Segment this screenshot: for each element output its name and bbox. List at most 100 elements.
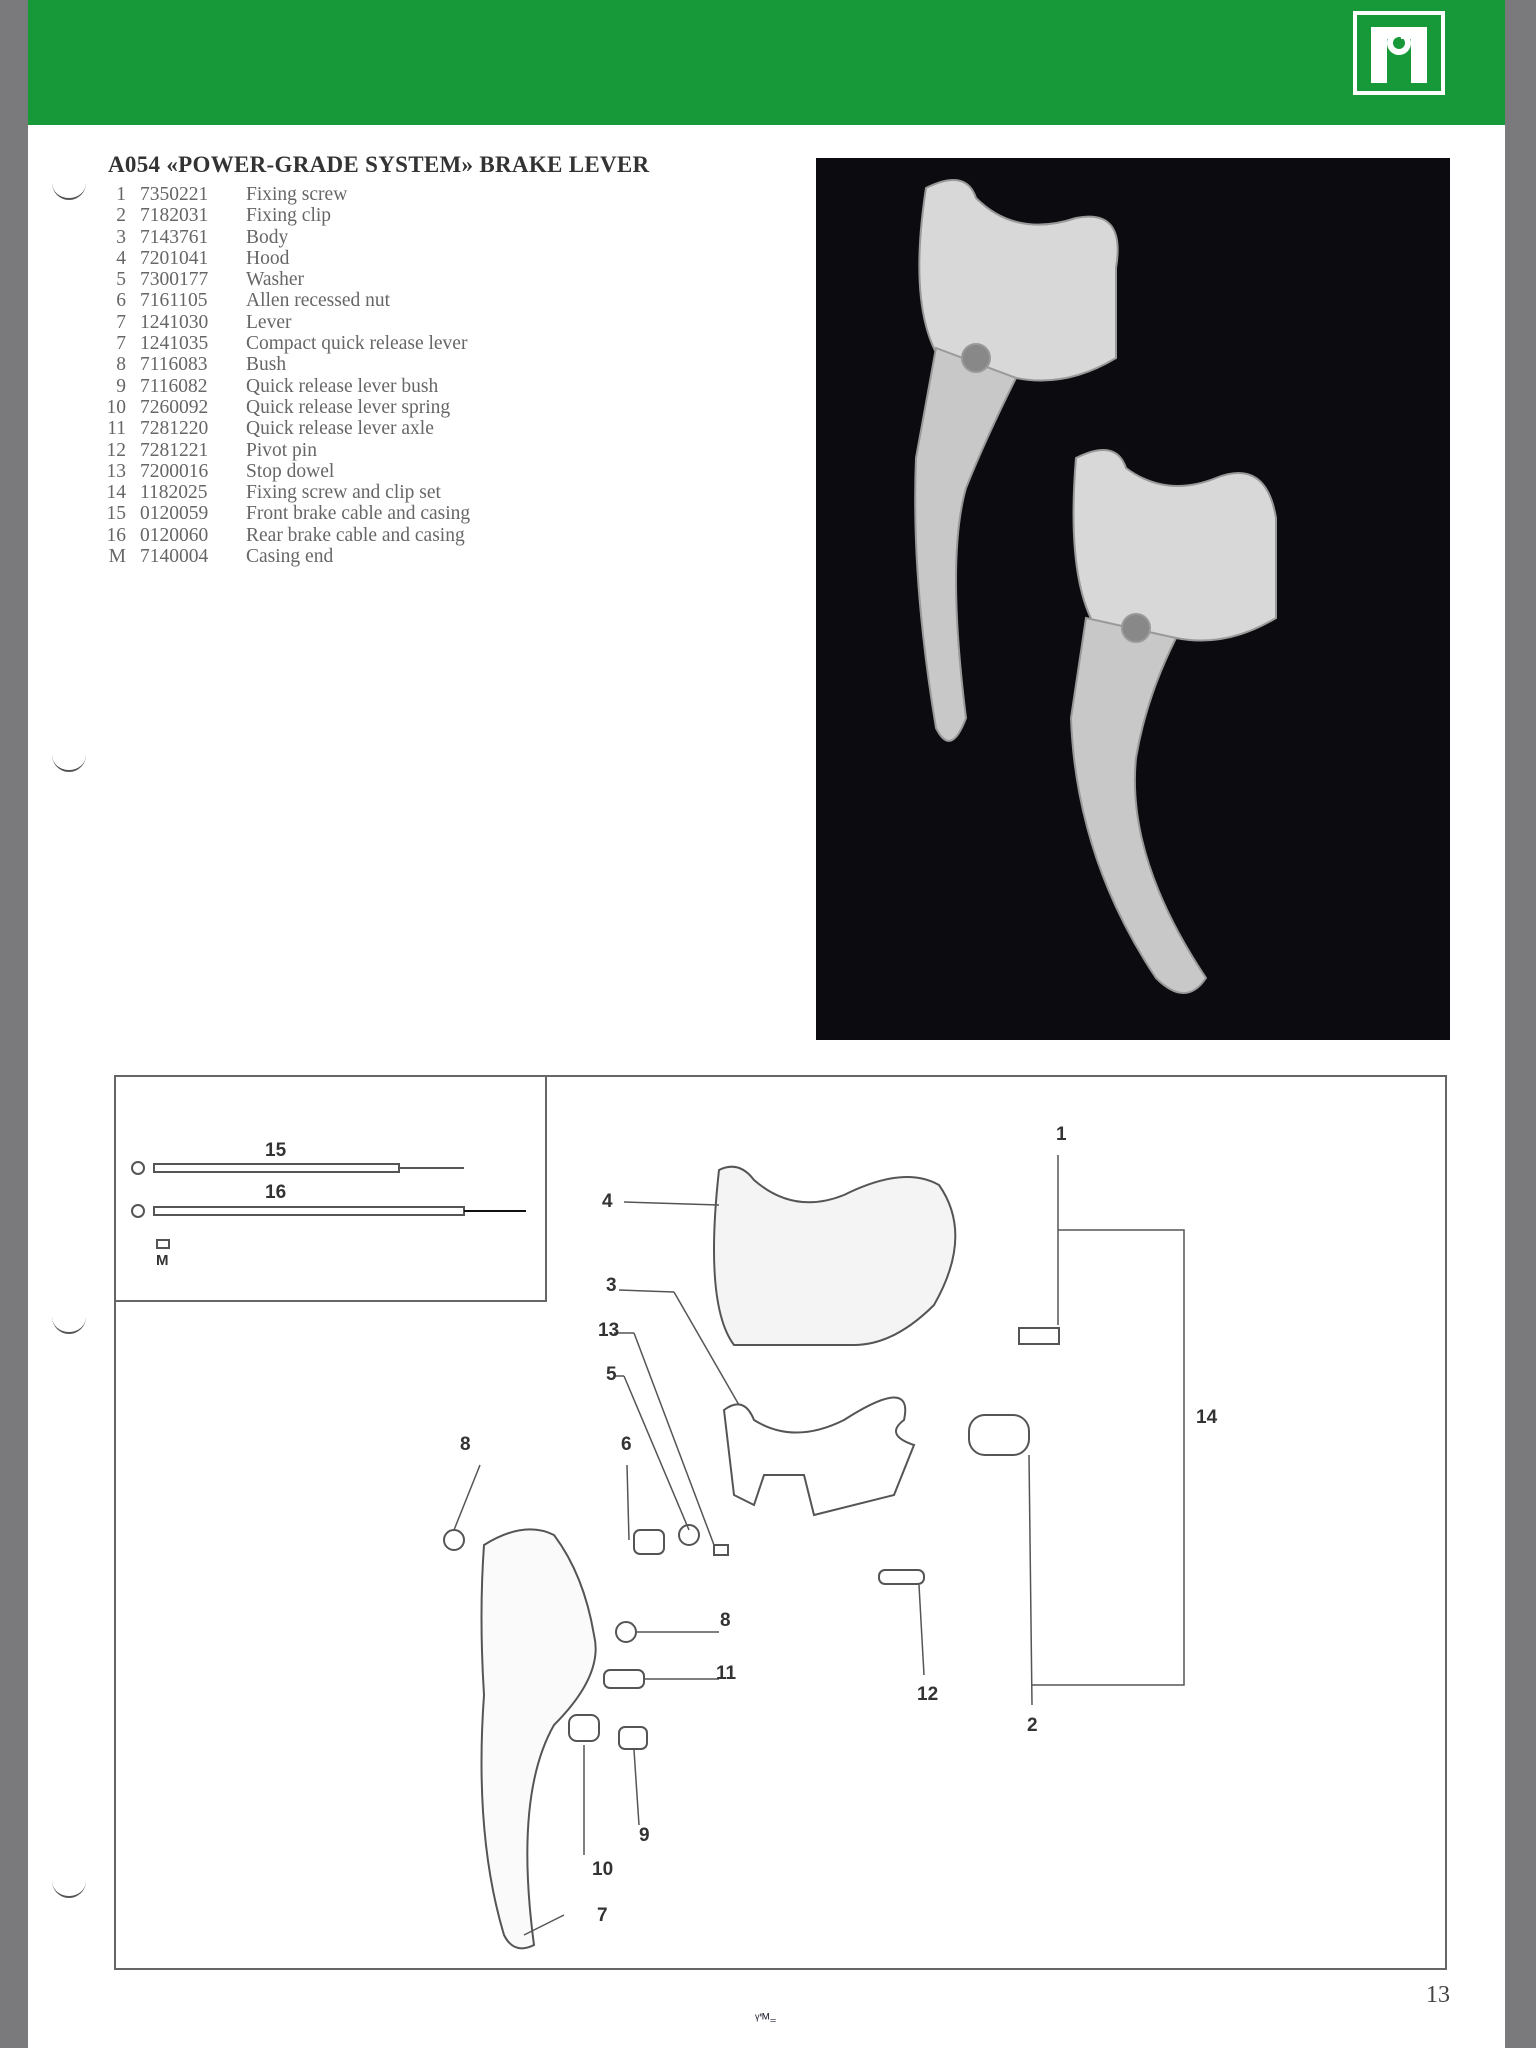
body-drawing — [722, 1396, 916, 1517]
part-code: 7143761 — [140, 226, 209, 248]
part-code: 7300177 — [140, 269, 209, 291]
part-ref: 8 — [116, 354, 126, 376]
bush-drawing — [615, 1621, 637, 1643]
part-description: Fixing clip — [246, 205, 332, 227]
cable-inset — [114, 1075, 547, 1302]
binder-hole-mark — [52, 750, 86, 772]
part-ref: 6 — [116, 290, 126, 312]
part-description: Quick release lever bush — [246, 375, 439, 397]
part-description: Pivot pin — [246, 439, 317, 461]
label-front-cable: 15 — [265, 1140, 287, 1161]
parts-list-row: 8 7116083 Bush — [100, 354, 470, 375]
part-ref: 5 — [116, 269, 126, 291]
part-code: 0120060 — [140, 524, 209, 546]
parts-list-row: M 7140004 Casing end — [100, 546, 470, 567]
part-code: 7281220 — [140, 418, 209, 440]
part-ref: 7 — [116, 333, 126, 355]
page-title: A054 «POWER-GRADE SYSTEM» BRAKE LEVER — [108, 152, 650, 177]
page-number: 13 — [1426, 1982, 1450, 2008]
label-casing-end: M — [156, 1252, 169, 1269]
parts-list-row: 15 0120059 Front brake cable and casing — [100, 503, 471, 525]
part-code: 7281221 — [140, 439, 209, 461]
part-description: Quick release lever spring — [246, 396, 451, 418]
part-ref: M — [108, 546, 126, 568]
label-hood: 4 — [602, 1191, 613, 1212]
hood-drawing — [713, 1165, 957, 1346]
part-description: Fixing screw and clip set — [246, 482, 441, 504]
part-code: 7116082 — [140, 375, 208, 397]
label-screw-clip-set: 14 — [1196, 1407, 1218, 1428]
label-stop-dowel: 13 — [598, 1320, 620, 1341]
part-description: Rear brake cable and casing — [246, 524, 465, 546]
parts-list-row: 16 0120060 Rear brake cable and casing — [100, 525, 470, 546]
part-code: 0120059 — [140, 503, 209, 525]
part-description: Casing end — [246, 546, 334, 568]
part-ref: 10 — [106, 396, 127, 418]
footer-mark: ᵞ'ᴹ₌ — [755, 2010, 777, 2026]
binder-hole-mark — [52, 1876, 86, 1898]
part-ref: 2 — [116, 205, 126, 227]
part-ref: 4 — [116, 247, 126, 269]
part-description: Front brake cable and casing — [246, 503, 471, 525]
lever-drawing — [480, 1528, 597, 1950]
label-body: 3 — [606, 1275, 617, 1296]
label-nut: 6 — [621, 1434, 632, 1455]
part-description: Hood — [246, 247, 290, 269]
part-code: 7116083 — [140, 354, 208, 376]
part-ref: 7 — [116, 311, 126, 333]
part-description: Stop dowel — [246, 460, 335, 482]
pivot-pin-drawing — [878, 1569, 925, 1585]
nut-drawing — [633, 1529, 665, 1555]
parts-list-row: 5 7300177 Washer — [100, 269, 470, 290]
label-screw: 1 — [1056, 1124, 1067, 1145]
fixing-screw-drawing — [1018, 1327, 1060, 1345]
front-cable-drawing — [131, 1161, 464, 1175]
part-code: 7182031 — [140, 205, 209, 227]
casing-end-drawing — [156, 1239, 170, 1249]
exploded-diagram — [114, 1075, 1447, 1970]
part-ref: 16 — [106, 524, 127, 546]
left-gutter — [0, 0, 28, 2048]
part-description: Quick release lever axle — [246, 418, 434, 440]
part-description: Washer — [246, 269, 304, 291]
label-bush-top: 8 — [460, 1434, 471, 1455]
binder-hole-mark — [52, 178, 86, 200]
part-code: 1241030 — [140, 311, 209, 333]
part-ref: 3 — [116, 226, 126, 248]
part-code: 1182025 — [140, 482, 208, 504]
part-code: 7140004 — [140, 546, 209, 568]
parts-list-row: 14 1182025 Fixing screw and clip set — [100, 482, 470, 503]
part-code: 1241035 — [140, 333, 209, 355]
part-ref: 14 — [106, 482, 127, 504]
exploded-diagram-drawing — [131, 1155, 1185, 1950]
brake-lever-photo — [816, 158, 1450, 1040]
header-band — [28, 0, 1505, 125]
part-code: 7350221 — [140, 184, 209, 205]
part-ref: 12 — [106, 439, 127, 461]
label-spring: 10 — [592, 1859, 614, 1880]
label-axle: 11 — [716, 1663, 737, 1684]
bush-drawing — [443, 1529, 465, 1551]
rear-cable-drawing — [131, 1204, 526, 1218]
lever-photo-lower — [1069, 449, 1277, 994]
spring-drawing — [568, 1714, 600, 1742]
part-description: Fixing screw — [246, 184, 348, 205]
qr-bush-drawing — [618, 1726, 648, 1750]
fixing-clip-drawing — [968, 1414, 1030, 1456]
stop-dowel-drawing — [713, 1544, 729, 1556]
part-description: Bush — [246, 354, 287, 376]
parts-list-row: 4 7201041 Hood — [100, 248, 470, 269]
label-qr-bush: 9 — [639, 1825, 650, 1846]
campagnolo-logo-icon — [1353, 11, 1445, 95]
part-code: 7201041 — [140, 247, 209, 269]
part-description: Allen recessed nut — [246, 290, 391, 312]
part-ref: 15 — [106, 503, 127, 525]
